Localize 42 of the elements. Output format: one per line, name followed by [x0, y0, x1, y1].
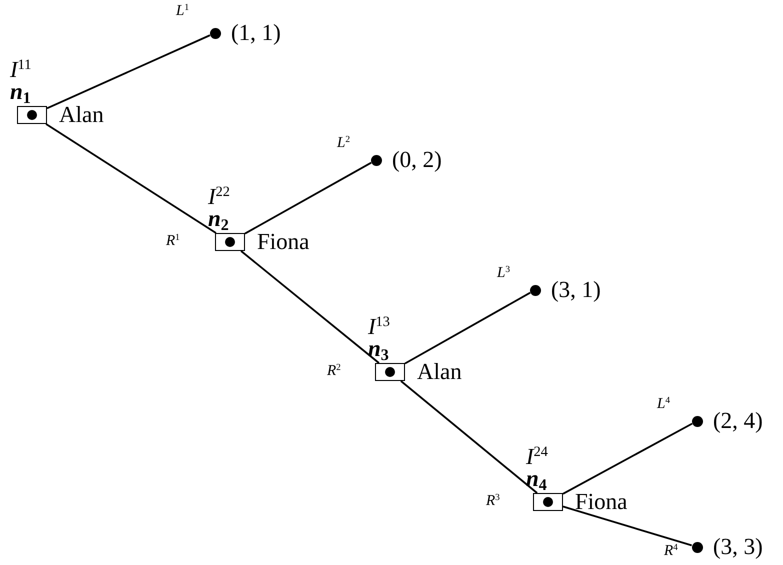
edge-label: R$^{4}$	[664, 544, 678, 559]
edge-label: L$^{3}$	[497, 266, 510, 281]
payoff-label: (3, 1)	[551, 278, 601, 301]
payoff-label: (1, 1)	[231, 21, 281, 44]
node-label: n$_{4}$	[526, 467, 547, 490]
player-name: Alan	[417, 360, 462, 383]
payoff-label: (0, 2)	[392, 148, 442, 171]
payoff-label: (2, 4)	[713, 409, 763, 432]
information-set-box	[533, 493, 563, 511]
edge-label: R$^{2}$	[327, 364, 341, 379]
node-label: n$_{1}$	[10, 80, 31, 103]
node-label: n$_{3}$	[368, 337, 389, 360]
information-set-label: I$^{24}$	[526, 445, 548, 468]
edge-label: L$^{2}$	[337, 136, 350, 151]
terminal-node	[692, 416, 702, 426]
node-label: n$_{2}$	[208, 207, 229, 230]
information-set-label: I$^{22}$	[208, 185, 230, 208]
player-name: Alan	[59, 103, 104, 126]
player-name: Fiona	[257, 230, 310, 253]
information-set-box	[17, 106, 47, 124]
player-name: Fiona	[575, 490, 628, 513]
edge-label: L$^{4}$	[657, 397, 670, 412]
edge-label: L$^{1}$	[176, 4, 189, 19]
terminal-node	[370, 154, 382, 166]
information-set-label: I$^{13}$	[368, 315, 390, 338]
game-tree-branch	[46, 34, 210, 110]
information-set-label: I$^{11}$	[10, 58, 32, 81]
terminal-node	[692, 542, 702, 552]
terminal-node	[210, 28, 220, 38]
game-tree-branch	[562, 422, 693, 495]
information-set-box	[375, 363, 405, 381]
information-set-box	[215, 233, 245, 251]
game-tree-branch	[404, 292, 531, 364]
game-tree-branch	[562, 506, 692, 546]
game-tree-branch	[240, 250, 380, 364]
terminal-node	[530, 284, 540, 296]
payoff-label: (3, 3)	[713, 535, 763, 558]
edge-label: R$^{3}$	[486, 494, 500, 509]
game-tree-branch	[400, 380, 538, 494]
edge-label: R$^{1}$	[166, 234, 180, 249]
game-tree-branch	[244, 162, 372, 234]
game-tree-branch	[46, 123, 216, 234]
